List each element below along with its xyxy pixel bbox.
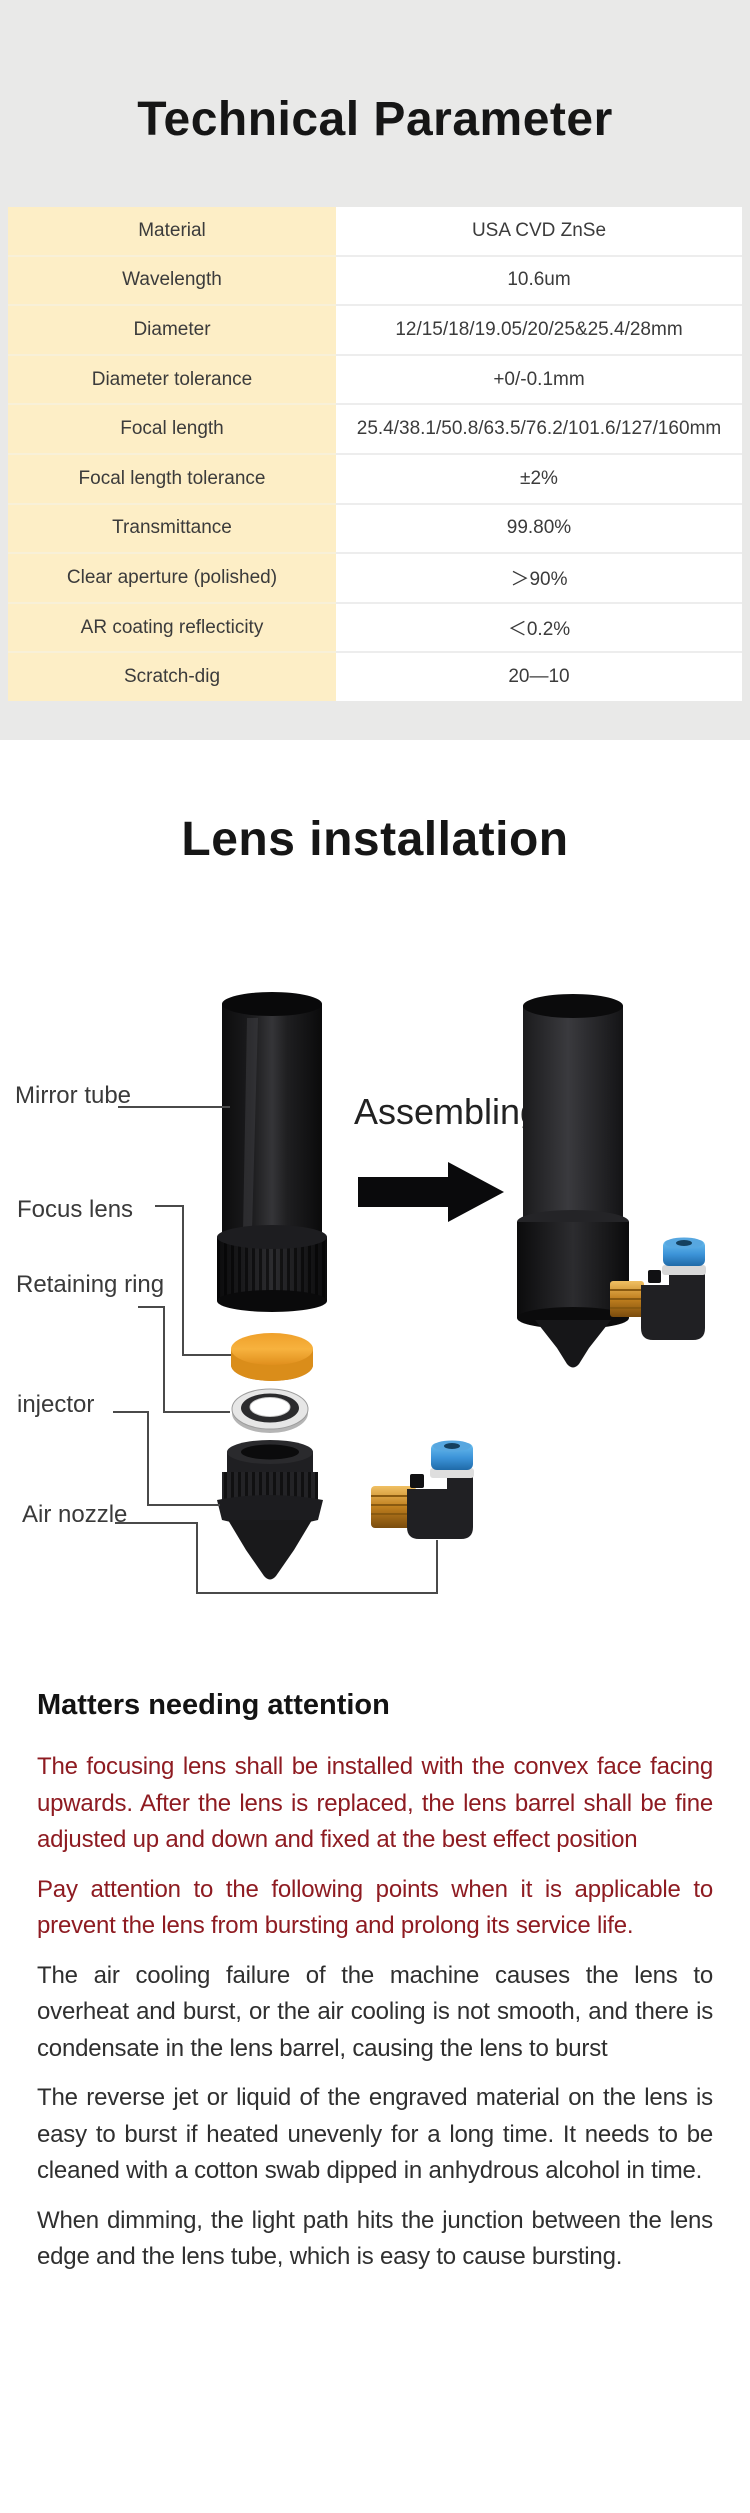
spec-value-cell: +0/-0.1mm [336,353,742,405]
attention-title: Matters needing attention [37,1689,390,1721]
knurled-collar-graphic [217,1225,327,1312]
spec-label-cell: Diameter tolerance [8,353,336,405]
retaining-ring-leader-line [138,1306,230,1413]
injector-leader-line [113,1411,220,1506]
assembling-label: Assembling [354,1091,540,1132]
spec-value-cell: ±2% [336,452,742,504]
retaining-ring-label: Retaining ring [16,1271,164,1298]
focus-lens-graphic [231,1333,313,1381]
spec-row: AR coating reflecticity＜0.2% [8,601,742,653]
spec-value-cell: 10.6um [336,254,742,306]
matters-needing-attention-section: Matters needing attention The focusing l… [0,1688,750,2330]
focus-lens-leader-line [155,1205,231,1356]
spec-value-cell: ＜0.2% [336,601,742,653]
spec-label-cell: Wavelength [8,254,336,306]
spec-label-cell: Diameter [8,304,336,355]
leader-lines [113,1106,438,1594]
lens-installation-title: Lens installation [181,813,569,866]
attention-paragraphs: The focusing lens shall be installed wit… [0,1749,750,2276]
retaining-ring-graphic [231,1388,309,1433]
mirror-tube-label: Mirror tube [15,1082,131,1109]
product-description-page: { "colors": { "top_section_bg": "#e9e9e8… [0,0,750,2330]
injector-label: injector [17,1391,94,1418]
focus-lens-label: Focus lens [17,1196,133,1223]
attention-paragraph: The reverse jet or liquid of the engrave… [37,2084,713,2184]
spec-value-cell: 25.4/38.1/50.8/63.5/76.2/101.6/127/160mm [336,403,742,454]
spec-label-cell: Focal length [8,403,336,454]
spec-value-cell: 20—10 [336,651,742,701]
mirror-tube-graphic [222,992,322,1240]
spec-label-cell: AR coating reflecticity [8,601,336,653]
spec-row: Clear aperture (polished)＞90% [8,552,742,603]
technical-parameter-title: Technical Parameter [137,93,613,146]
spec-value-cell: ＞90% [336,552,742,603]
spec-label-cell: Transmittance [8,502,336,554]
spec-label-cell: Focal length tolerance [8,452,336,504]
attention-paragraph: Pay attention to the following points wh… [37,1875,713,1940]
spec-row: Diameter tolerance+0/-0.1mm [8,353,742,405]
spec-value-cell: 12/15/18/19.05/20/25&25.4/28mm [336,304,742,355]
arrow-right-icon [358,1162,504,1222]
lens-installation-section: Lens installation [0,740,750,1640]
spec-value-cell: USA CVD ZnSe [336,207,742,256]
air-nozzle-label: Air nozzle [22,1501,127,1528]
spec-label-cell: Material [8,207,336,256]
attention-paragraph: When dimming, the light path hits the ju… [37,2206,713,2271]
attention-paragraph: The focusing lens shall be installed wit… [37,1753,713,1853]
lens-installation-diagram: Assembling [0,940,750,1640]
attention-paragraph: The air cooling failure of the machine c… [37,1961,713,2062]
spec-label-cell: Clear aperture (polished) [8,552,336,603]
spec-label-cell: Scratch-dig [8,651,336,701]
spec-row: Focal length tolerance±2% [8,452,742,504]
spec-value-cell: 99.80% [336,502,742,554]
lens-diagram-svg: Assembling [15,992,706,1594]
air-fitting-exploded-graphic [371,1440,474,1539]
injector-nozzle-graphic [217,1440,323,1580]
air-nozzle-leader-line [115,1522,438,1594]
assembled-lens-tube-graphic [517,994,706,1368]
